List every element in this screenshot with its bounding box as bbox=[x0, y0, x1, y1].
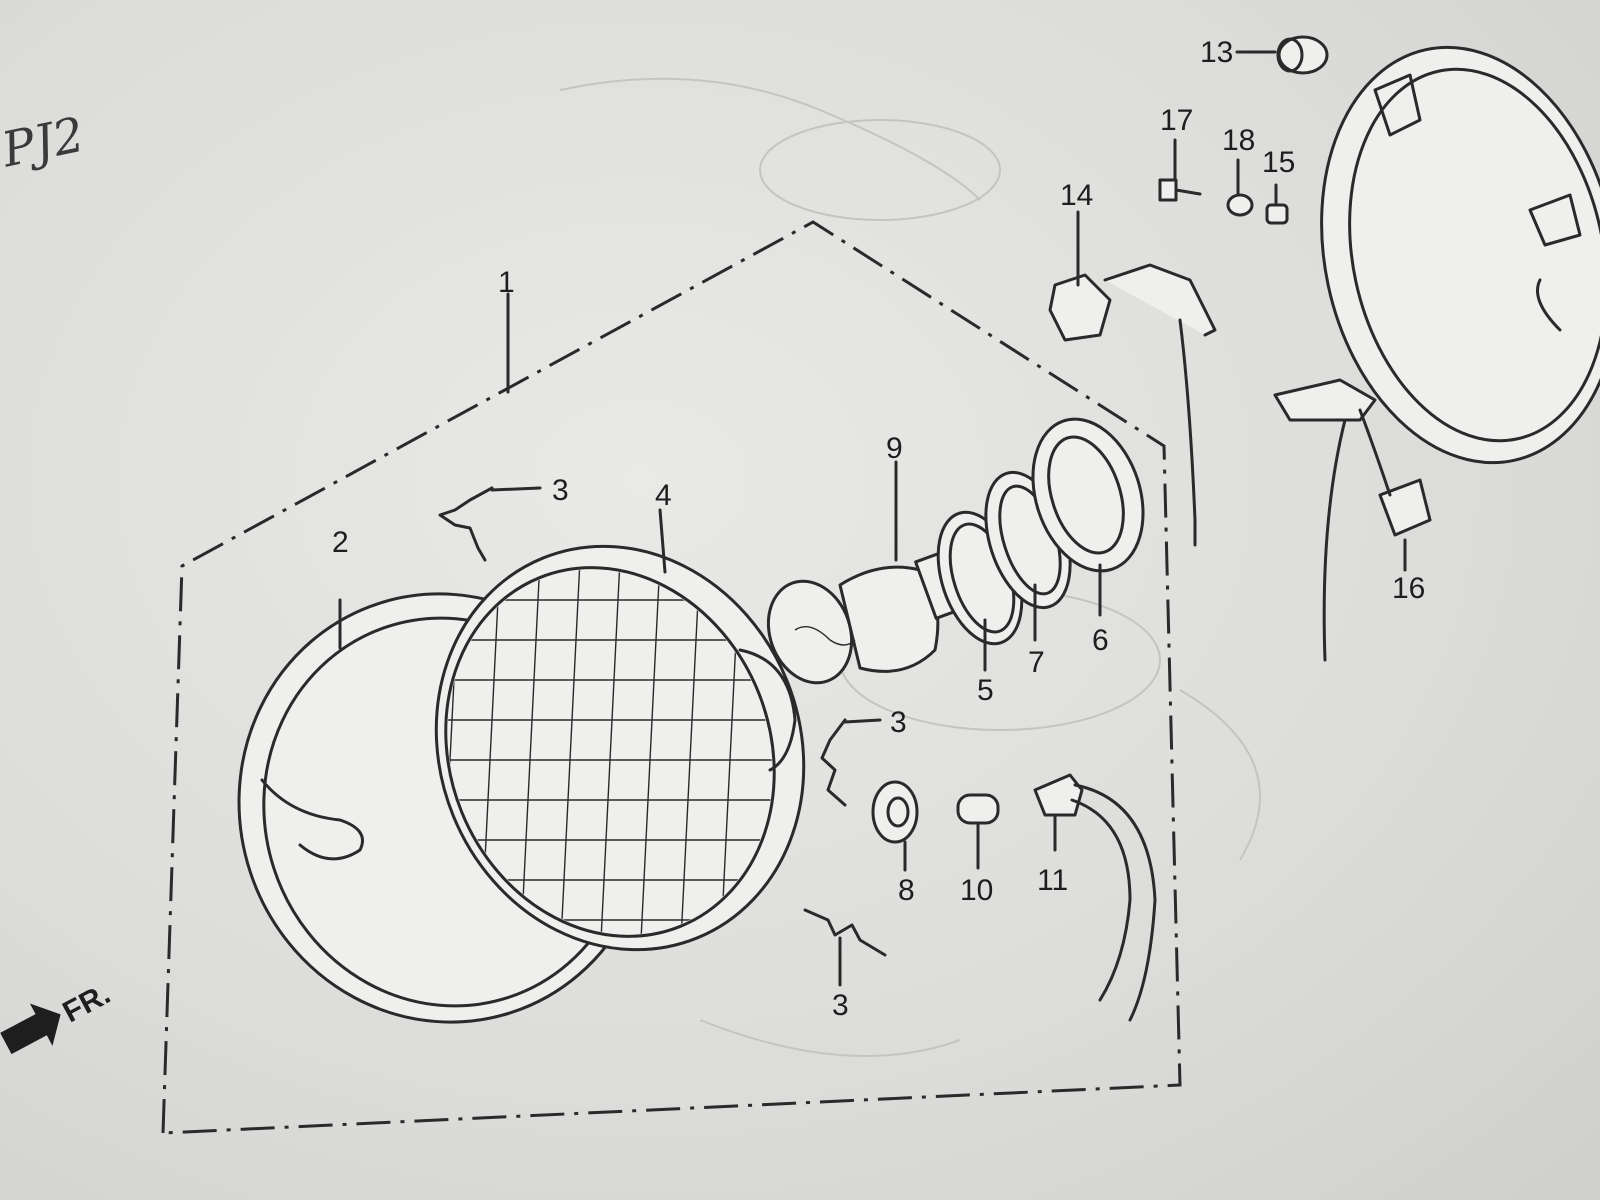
callout-label-11: 11 bbox=[1037, 864, 1068, 897]
front-direction-marker: FR. bbox=[0, 977, 116, 1055]
headlight-lens-unit bbox=[420, 508, 806, 961]
nut-15 bbox=[1265, 203, 1289, 225]
callout-label-3b: 3 bbox=[890, 706, 907, 739]
clip-3-bottom bbox=[803, 908, 887, 957]
callout-label-3c: 3 bbox=[832, 989, 849, 1022]
callout-label-18: 18 bbox=[1222, 124, 1255, 157]
front-marker-text: FR. bbox=[58, 977, 116, 1029]
assembly-boundary bbox=[161, 220, 1182, 1135]
mount-bracket-14 bbox=[1048, 210, 1217, 547]
headlight-bulb bbox=[766, 460, 966, 685]
callout-label-2: 2 bbox=[332, 526, 349, 559]
grommet-8 bbox=[871, 780, 919, 872]
clip-3-top bbox=[438, 486, 494, 562]
callout-label-10: 10 bbox=[960, 874, 993, 907]
leader-line-3b bbox=[843, 718, 882, 724]
callout-label-9: 9 bbox=[886, 432, 903, 465]
callout-label-14: 14 bbox=[1060, 179, 1093, 212]
callout-label-1: 1 bbox=[498, 266, 515, 299]
callout-label-13: 13 bbox=[1200, 36, 1233, 69]
callout-label-16: 16 bbox=[1392, 572, 1425, 605]
washer-18 bbox=[1226, 193, 1254, 217]
callout-label-7: 7 bbox=[1028, 646, 1045, 679]
handwritten-note: PJ2 bbox=[0, 107, 89, 179]
callout-label-8: 8 bbox=[898, 874, 915, 907]
position-bulb-10 bbox=[956, 793, 1000, 870]
leader-line-3a bbox=[490, 486, 542, 492]
callout-label-5: 5 bbox=[977, 674, 994, 707]
dust-cover-6 bbox=[1031, 417, 1145, 573]
clip-3-middle bbox=[820, 718, 847, 807]
bolt-17 bbox=[1158, 138, 1202, 202]
mount-bracket-16 bbox=[1273, 378, 1432, 662]
callout-label-4: 4 bbox=[655, 479, 672, 512]
callout-label-15: 15 bbox=[1262, 146, 1295, 179]
callout-label-17: 17 bbox=[1160, 104, 1193, 137]
callout-label-6: 6 bbox=[1092, 624, 1109, 657]
bulb-socket-11 bbox=[1033, 773, 1157, 1022]
callout-label-3a: 3 bbox=[552, 474, 569, 507]
collar-13 bbox=[1235, 35, 1329, 75]
headlight-case bbox=[1320, 45, 1600, 465]
